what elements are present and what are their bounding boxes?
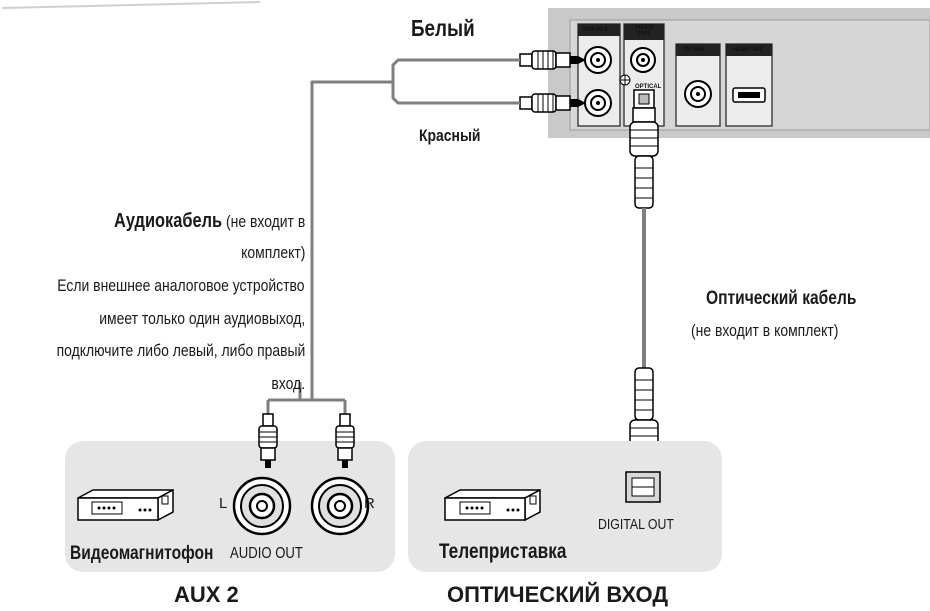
audio-cable xyxy=(266,58,520,414)
white-cable-label: Белый xyxy=(411,15,475,41)
left-channel-label: L xyxy=(219,495,228,512)
ground-symbol xyxy=(619,74,631,86)
red-cable-label: Красный xyxy=(419,126,481,145)
audio-out-jack-right xyxy=(310,476,370,536)
right-channel-label: R xyxy=(364,495,375,512)
video-out-jack xyxy=(630,47,656,73)
rca-plug-left xyxy=(258,413,278,469)
optical-port xyxy=(633,89,655,109)
optical-in-caption: ОПТИЧЕСКИЙ ВХОД xyxy=(447,582,669,607)
aux-in-label: AUX IN 2 xyxy=(582,27,608,33)
settop-device-icon xyxy=(444,489,541,521)
audio-out-jack-left xyxy=(232,476,292,536)
optical-cable-title: Оптический кабель xyxy=(706,288,857,309)
video-out-label: VIDEO OUT xyxy=(634,25,654,37)
audio-cable-note-1: (не входит в xyxy=(221,212,305,231)
aux-jack-white xyxy=(584,46,612,74)
optical-plug-top xyxy=(629,107,659,209)
rca-plug-right xyxy=(335,413,355,469)
aux-jack-red xyxy=(584,89,612,117)
digital-out-label: DIGITAL OUT xyxy=(598,516,674,533)
audio-hint-2: имеет только один аудиовыход, xyxy=(98,309,305,328)
optical-cable-note: (не входит в комплект) xyxy=(691,321,839,340)
audio-hint-3: подключите либо левый, либо правый xyxy=(56,341,305,360)
settop-label: Телеприставка xyxy=(439,540,567,563)
audio-out-label: AUDIO OUT xyxy=(230,545,303,562)
fm-ant-jack xyxy=(684,80,712,108)
vcr-device-icon xyxy=(77,489,174,521)
audio-cable-title: Аудиокабель xyxy=(113,210,222,232)
audio-hint-4: вход. xyxy=(271,374,305,393)
fm-ant-label: FM ANT xyxy=(683,47,706,53)
audio-cable-title-line: Аудиокабель (не входит в xyxy=(114,210,305,233)
digital-out-port xyxy=(625,471,661,503)
hdmi-port xyxy=(732,87,766,103)
optical-label: OPTICAL xyxy=(635,84,662,90)
vcr-label: Видеомагнитофон xyxy=(70,543,214,564)
hdmi-out-label: HDMI OUT xyxy=(733,47,763,53)
aux2-caption: AUX 2 xyxy=(174,582,239,607)
hdmi-out-block xyxy=(725,43,773,127)
aux-device-box xyxy=(65,441,395,572)
audio-hint-1: Если внешнее аналоговое устройство xyxy=(57,276,305,295)
audio-cable-note-2: комплект) xyxy=(240,243,305,262)
